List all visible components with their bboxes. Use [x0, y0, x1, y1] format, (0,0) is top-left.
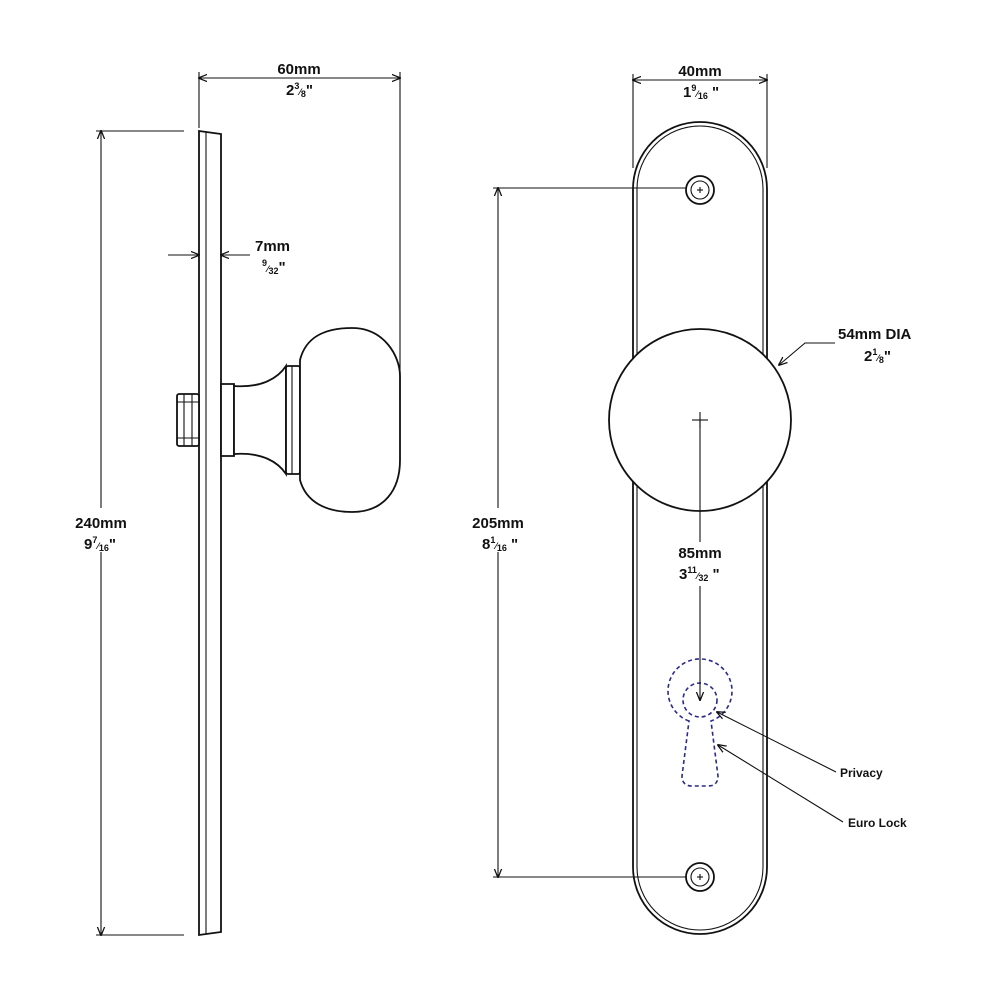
euro-lock-label: Euro Lock: [848, 816, 907, 830]
dim-knob-diameter: [779, 342, 835, 365]
front-backplate-inner: [636, 125, 764, 931]
dim-hole-spacing-mm: 205mm: [472, 515, 524, 532]
dim-side-width: [199, 72, 400, 400]
dim-front-width-in: 19⁄16 ": [683, 83, 719, 101]
side-knob-neck: [220, 363, 301, 477]
dim-side-width-in: 23⁄8": [286, 81, 313, 99]
dim-side-thickness-mm: 7mm: [255, 238, 290, 255]
dim-knob-diameter-mm: 54mm DIA: [838, 326, 912, 343]
euro-lock-cutout: [667, 658, 733, 787]
dim-side-height-in: 97⁄16": [84, 535, 116, 553]
dim-front-width: [633, 74, 767, 168]
dim-side-width-mm: 60mm: [277, 61, 320, 78]
dim-side-height: [60, 131, 184, 935]
privacy-leader: [717, 712, 837, 773]
side-backplate: [198, 129, 222, 937]
dim-side-thickness-in: 9⁄32": [262, 258, 286, 276]
euro-lock-leader: [718, 745, 844, 823]
dim-side-height-mm: 240mm: [75, 515, 127, 532]
front-view: 85mm 311⁄32 " 40mm 19⁄16 " 205mm 81⁄16 ": [458, 63, 912, 935]
dim-knob-to-lock-in: 311⁄32 ": [679, 565, 720, 583]
dim-hole-spacing: [458, 188, 686, 877]
dim-front-width-mm: 40mm: [678, 63, 721, 80]
top-screw-hole: [685, 175, 715, 205]
bottom-screw-hole: [685, 862, 715, 892]
side-knob-body: [299, 327, 401, 513]
dim-knob-to-lock-mm: 85mm: [678, 545, 721, 562]
side-rear-cap: [176, 393, 200, 447]
dim-knob-diameter-in: 21⁄8": [864, 347, 891, 365]
dim-hole-spacing-in: 81⁄16 ": [482, 535, 518, 553]
dim-knob-to-lock: [664, 420, 736, 700]
side-view: 60mm 23⁄8" 7mm 9⁄32" 240mm 97⁄16": [60, 61, 401, 937]
privacy-label: Privacy: [840, 766, 883, 780]
